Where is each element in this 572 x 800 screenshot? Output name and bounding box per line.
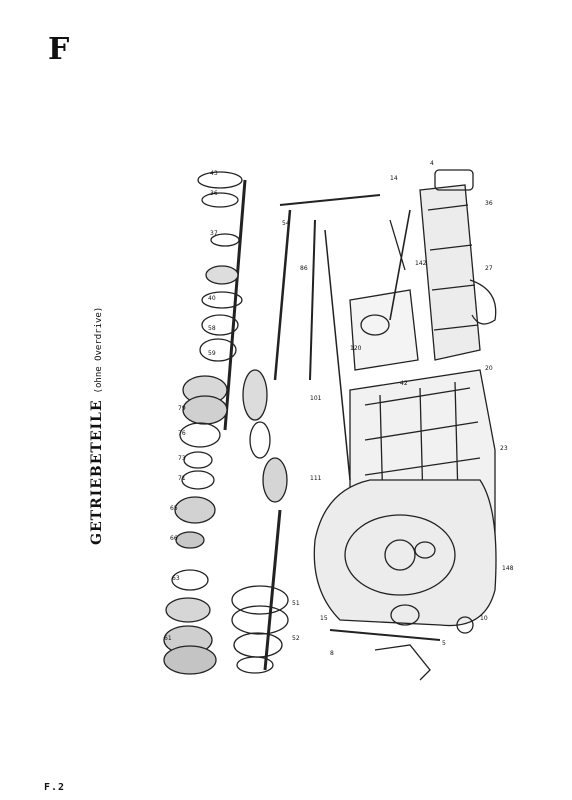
callout: 51 (292, 600, 300, 607)
release-lever (329, 616, 474, 681)
callout: 111 (310, 475, 322, 482)
callout: 63 (172, 575, 180, 582)
callout: 5 (442, 640, 446, 647)
shift-rods (279, 194, 411, 481)
callout: 61 (164, 635, 172, 642)
callout: 52 (292, 635, 300, 642)
callout: 42 (400, 380, 408, 387)
top-cover (349, 289, 419, 371)
callout: 73 (178, 455, 186, 462)
callout: 37 (210, 230, 218, 237)
callout: 66 (170, 535, 178, 542)
gear-stack (163, 171, 436, 675)
callout: 65 (170, 505, 178, 512)
exploded-gearbox-drawing: 43 36 37 40 58 59 79 76 73 71 65 66 63 6… (163, 160, 514, 681)
main-shaft (223, 179, 316, 671)
callout: 20 (485, 365, 493, 372)
callout: 8 (330, 650, 334, 657)
extension-housing (419, 169, 497, 361)
callout: 58 (208, 325, 216, 332)
callout: 4 (430, 160, 434, 167)
callout: 27 (485, 265, 493, 272)
callout: 10 (480, 615, 488, 622)
callout: 120 (350, 345, 362, 352)
callout: 15 (320, 615, 328, 622)
bell-housing (313, 479, 497, 627)
diagram-subtitle: (ohne Overdrive) (94, 306, 104, 394)
section-letter: F (48, 32, 70, 67)
callout: 54 (282, 220, 290, 227)
diagram-title-block: GETRIEBETEILE (ohne Overdrive) (86, 307, 105, 545)
callout-labels: 43 36 37 40 58 59 79 76 73 71 65 66 63 6… (164, 160, 514, 657)
callout: 79 (178, 405, 186, 412)
callout: 23 (500, 445, 508, 452)
diagram-title: GETRIEBETEILE (89, 399, 105, 545)
callout: 76 (178, 430, 186, 437)
page-number: F.2 (44, 782, 66, 793)
callout: 86 (300, 265, 308, 272)
callout: 36 (210, 190, 218, 197)
callout: 14 (390, 175, 398, 182)
callout: 142 (415, 260, 427, 267)
callout: 148 (502, 565, 514, 572)
callout: 59 (208, 350, 216, 357)
callout: 71 (178, 475, 186, 482)
callout: 36 (485, 200, 493, 207)
callout: 101 (310, 395, 322, 402)
callout: 40 (208, 295, 216, 302)
callout: 43 (210, 170, 218, 177)
